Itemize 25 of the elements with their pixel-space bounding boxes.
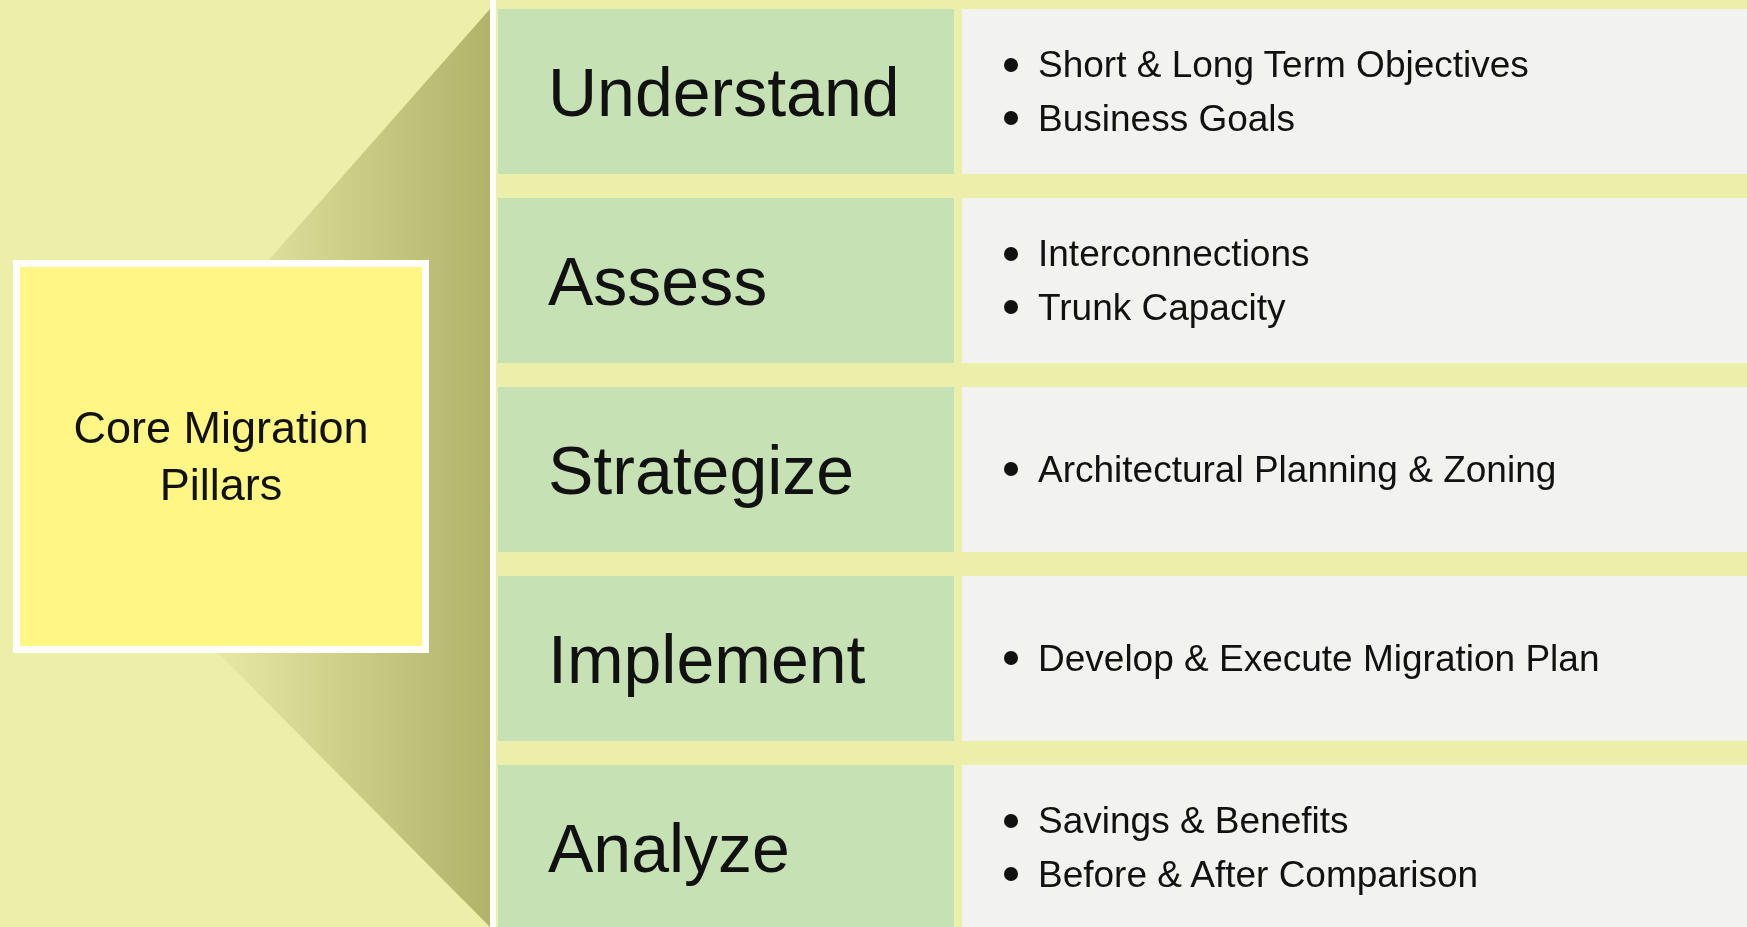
bullet-text: Short & Long Term Objectives <box>1038 42 1529 87</box>
bullet-text: Trunk Capacity <box>1038 285 1286 330</box>
title-text: Core Migration Pillars <box>72 401 370 512</box>
detail-panel <box>962 387 1747 552</box>
stage-box <box>498 9 954 174</box>
bullet-text: Architectural Planning & Zoning <box>1038 447 1557 492</box>
bullet-text: Develop & Execute Migration Plan <box>1038 636 1600 681</box>
stage-box <box>498 765 954 927</box>
detail-panel <box>962 198 1747 363</box>
bullet-text: Before & After Comparison <box>1038 852 1479 897</box>
bullet-text: Business Goals <box>1038 96 1296 141</box>
bullet-text: Savings & Benefits <box>1038 798 1349 843</box>
title-box <box>13 260 429 653</box>
stage-title: Implement <box>548 619 866 698</box>
stage-title: Analyze <box>548 808 790 887</box>
stage-title: Assess <box>548 241 768 320</box>
stage-title: Understand <box>548 52 900 131</box>
stage-box <box>498 576 954 741</box>
detail-panel <box>962 576 1747 741</box>
detail-panel <box>962 765 1747 927</box>
stage-title: Strategize <box>548 430 855 509</box>
bullet-text: Interconnections <box>1038 231 1310 276</box>
detail-panel <box>962 9 1747 174</box>
stage-box <box>498 387 954 552</box>
stage-box <box>498 198 954 363</box>
